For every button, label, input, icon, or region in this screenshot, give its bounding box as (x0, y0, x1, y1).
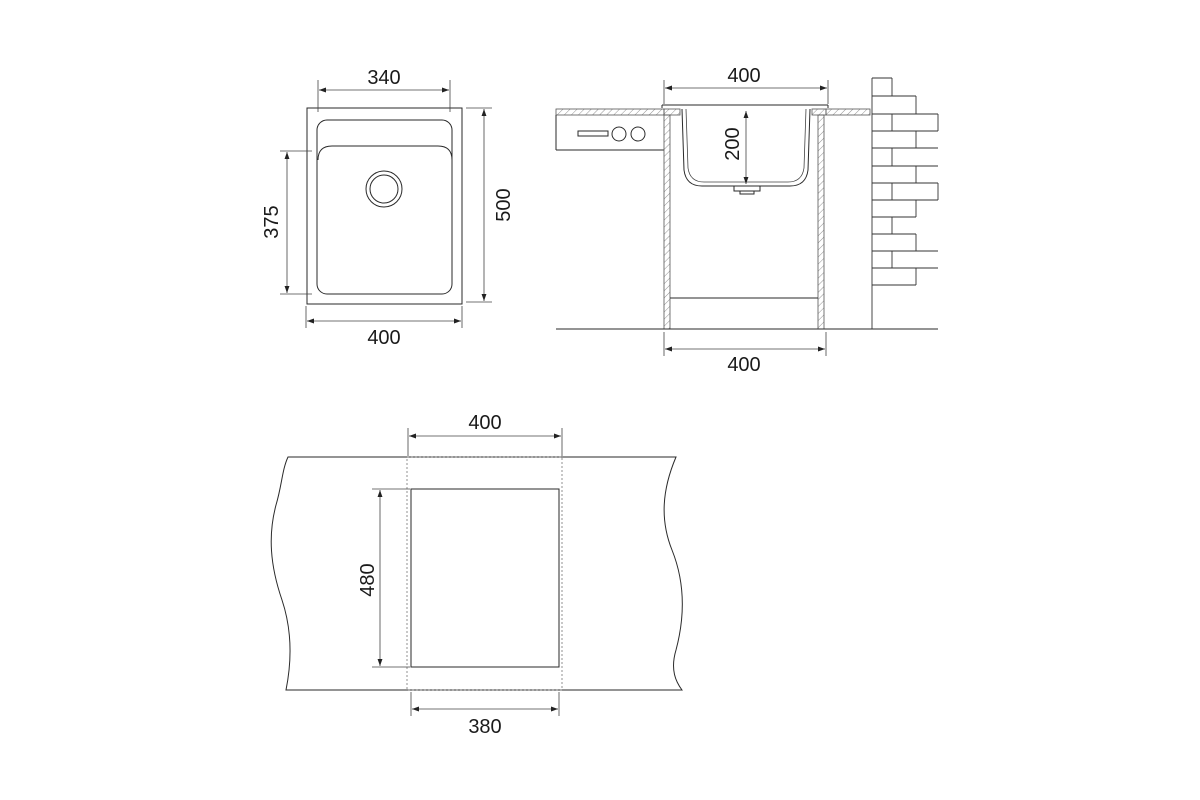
dim-label-cutout-depth: 480 (357, 563, 379, 596)
bowl-back-ridge (317, 145, 453, 161)
countertop-edge-right (811, 108, 827, 116)
cabinet-wall-left (663, 114, 671, 330)
drain-outer-icon (365, 170, 403, 208)
countertop-right (825, 108, 871, 116)
dim-label-outer-width: 400 (468, 412, 501, 434)
cabinet-wall-right (817, 114, 825, 330)
countertop-left (555, 108, 665, 116)
control-knob-icon (611, 126, 627, 142)
cutout-view: 400 480 380 (270, 412, 683, 738)
sink-bowl-outline (316, 119, 453, 295)
control-slot-icon (577, 130, 609, 137)
drain-outlet-icon (733, 185, 761, 192)
countertop-outline (270, 456, 683, 691)
cutout-outer-frame (406, 456, 563, 691)
drain-inner-icon (369, 174, 399, 204)
dim-label-side-width: 400 (727, 65, 760, 87)
side-view: 400 200 400 (555, 65, 939, 376)
brick-wall (871, 77, 939, 329)
dim-label-bowl-depth: 200 (722, 127, 744, 160)
cutout-rectangle (410, 488, 560, 668)
dim-label-overall-width: 400 (367, 327, 400, 349)
sink-outer-rim (306, 107, 463, 305)
dim-label-cabinet-width: 400 (727, 354, 760, 376)
dim-label-inner-width: 340 (367, 67, 400, 89)
dim-label-overall-depth: 500 (493, 188, 515, 221)
top-view: 340 375 500 400 (261, 67, 515, 349)
dim-label-inner-depth: 375 (261, 205, 283, 238)
dim-label-cutout-width: 380 (468, 716, 501, 738)
countertop-edge-left (663, 108, 681, 116)
control-knob-icon (630, 126, 646, 142)
